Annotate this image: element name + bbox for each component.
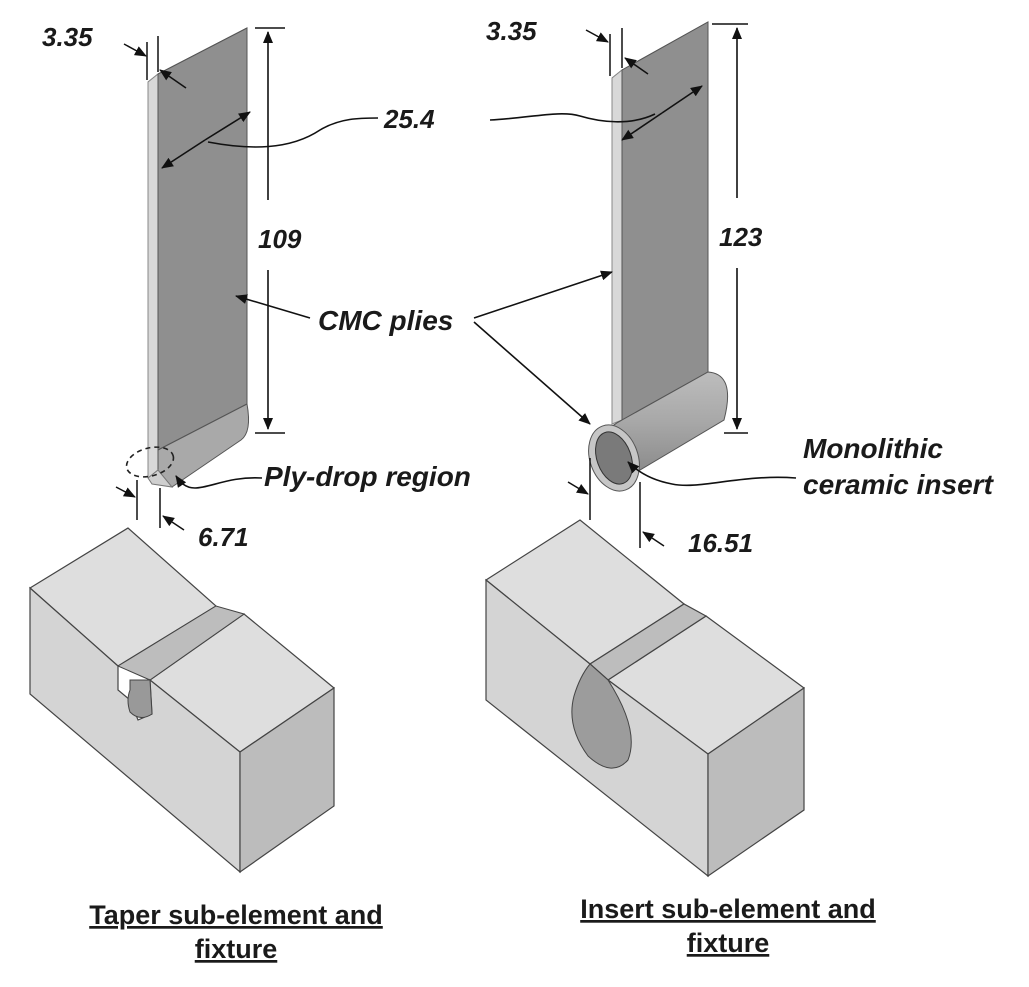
insert-specimen-side-face — [611, 68, 623, 425]
insert-fixture-bore — [571, 663, 632, 769]
taper-caption-line1: Taper sub-element and — [89, 900, 383, 930]
width-label: 25.4 — [383, 104, 435, 134]
insert-label-line1: Monolithic — [803, 433, 943, 464]
taper-fixture — [28, 527, 335, 874]
ply-drop-label: Ply-drop region — [264, 461, 471, 492]
insert-thickness-top-label: 3.35 — [486, 16, 537, 46]
taper-dimensions — [115, 27, 285, 531]
insert-thickness-bottom-label: 16.51 — [688, 528, 753, 558]
ceramic-insert — [595, 431, 633, 485]
cmc-plies-label: CMC plies — [318, 305, 453, 336]
taper-specimen-front-face — [157, 27, 248, 451]
insert-specimen-front-face — [621, 21, 709, 421]
insert-length-label: 123 — [719, 222, 763, 252]
taper-length-label: 109 — [258, 224, 302, 254]
taper-fixture-slot — [127, 679, 153, 718]
taper-specimen — [147, 27, 249, 488]
insert-dimensions — [567, 23, 748, 548]
insert-specimen — [588, 21, 729, 492]
taper-caption-line2: fixture — [195, 934, 278, 964]
taper-specimen-side-face — [147, 72, 159, 481]
insert-fixture — [484, 519, 806, 878]
insert-caption-line1: Insert sub-element and — [580, 894, 876, 924]
taper-thickness-bottom-label: 6.71 — [198, 522, 249, 552]
insert-label-line2: ceramic insert — [803, 469, 995, 500]
ply-drop-marker — [125, 446, 175, 478]
insert-caption-line2: fixture — [687, 928, 770, 958]
taper-thickness-top-label: 3.35 — [42, 22, 93, 52]
